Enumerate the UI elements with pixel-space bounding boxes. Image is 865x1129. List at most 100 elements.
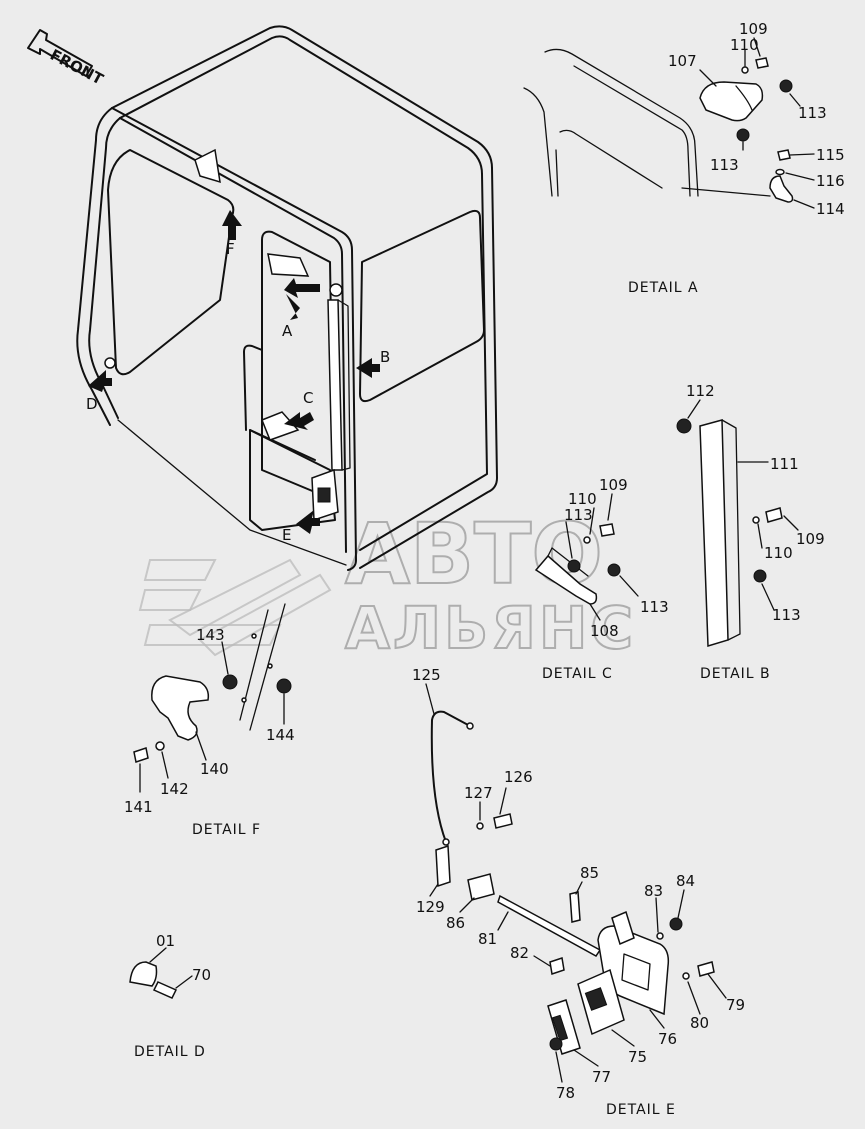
bracket-140 xyxy=(151,675,210,741)
pad-86 xyxy=(467,873,495,901)
part-78: 78 xyxy=(556,1084,575,1102)
part-114: 114 xyxy=(816,200,845,218)
arrow-a xyxy=(284,278,320,320)
part-129: 129 xyxy=(416,898,445,916)
detail-f-title: DETAIL F xyxy=(192,822,261,838)
bolt-115 xyxy=(777,149,791,161)
nut-144 xyxy=(276,678,292,694)
part-126: 126 xyxy=(504,768,533,786)
watermark-logo xyxy=(138,558,332,657)
view-letter-c: C xyxy=(303,389,313,407)
part-143: 143 xyxy=(196,626,225,644)
part-83: 83 xyxy=(644,882,663,900)
part-110c: 110 xyxy=(568,490,597,508)
part-79: 79 xyxy=(726,996,745,1014)
watermark-line2: АЛЬЯНС xyxy=(345,594,636,662)
part-109b: 109 xyxy=(796,530,825,548)
nut-84 xyxy=(669,917,683,931)
detail-d-title: DETAIL D xyxy=(134,1044,206,1060)
arrow-f xyxy=(222,210,242,240)
part-142: 142 xyxy=(160,780,189,798)
part-70: 70 xyxy=(192,966,211,984)
bolt-126 xyxy=(493,813,513,829)
nut-113a xyxy=(779,79,793,93)
nut-113b xyxy=(736,128,750,142)
bolt-70 xyxy=(152,981,178,999)
rail-111 xyxy=(699,419,729,647)
bolt-109c xyxy=(599,523,615,537)
rod-125 xyxy=(430,710,471,843)
detail-a: 107 110 109 113 113 115 116 114 DETAIL A xyxy=(523,20,845,296)
link-81 xyxy=(497,894,602,957)
part-113b: 113 xyxy=(710,156,739,174)
cab-overview: F A B C D E xyxy=(76,25,498,571)
part-77: 77 xyxy=(592,1068,611,1086)
arrow-c xyxy=(284,412,314,430)
washer-142 xyxy=(155,741,165,751)
detail-e: 125 127 126 129 86 81 85 82 83 84 79 80 … xyxy=(412,666,745,1118)
part-140: 140 xyxy=(200,760,229,778)
part-85: 85 xyxy=(580,864,599,882)
watermark: АВТО АЛЬЯНС xyxy=(138,504,636,663)
part-86: 86 xyxy=(446,914,465,932)
part-113c: 113 xyxy=(772,606,801,624)
part-108: 108 xyxy=(590,622,619,640)
part-115: 115 xyxy=(816,146,845,164)
part-113a: 113 xyxy=(798,104,827,122)
part-81: 81 xyxy=(478,930,497,948)
bolt-79 xyxy=(697,961,715,977)
arrow-b xyxy=(356,358,380,378)
front-arrow: FRONT xyxy=(27,29,107,89)
arrow-e xyxy=(296,510,320,534)
washer-116 xyxy=(775,168,785,176)
detail-c: 113 110 109 113 108 DETAIL C xyxy=(534,476,669,682)
detail-a-title: DETAIL A xyxy=(628,280,699,296)
detail-b: 112 111 110 109 113 DETAIL B xyxy=(676,382,825,682)
part-125: 125 xyxy=(412,666,441,684)
part-116: 116 xyxy=(816,172,845,190)
washer-80 xyxy=(682,972,690,980)
part-111: 111 xyxy=(770,455,799,473)
part-80: 80 xyxy=(690,1014,709,1032)
part-01: 01 xyxy=(156,932,175,950)
stay-114 xyxy=(769,175,794,203)
view-letter-e: E xyxy=(282,526,291,544)
clip-129 xyxy=(435,844,451,888)
hinge-107 xyxy=(699,81,764,122)
part-141: 141 xyxy=(124,798,153,816)
part-113d: 113 xyxy=(564,506,593,524)
arrow-d xyxy=(88,370,112,392)
part-107: 107 xyxy=(668,52,697,70)
detail-b-title: DETAIL B xyxy=(700,666,771,682)
view-letter-b: B xyxy=(380,348,390,366)
part-110a: 110 xyxy=(730,36,759,54)
nut-78 xyxy=(549,1037,563,1051)
washer-110b xyxy=(752,516,760,524)
part-109a: 109 xyxy=(739,20,768,38)
part-110b: 110 xyxy=(764,544,793,562)
detail-e-title: DETAIL E xyxy=(606,1102,676,1118)
bolt-82 xyxy=(549,957,565,975)
nut-113d xyxy=(567,559,581,573)
part-127: 127 xyxy=(464,784,493,802)
part-109c: 109 xyxy=(599,476,628,494)
detail-f: 143 144 140 142 141 DETAIL F xyxy=(124,603,295,838)
nut-112 xyxy=(676,418,692,434)
front-label: FRONT xyxy=(47,46,107,89)
spring-85 xyxy=(569,891,581,923)
bolt-109a xyxy=(755,57,769,69)
nut-113c xyxy=(753,569,767,583)
part-84: 84 xyxy=(676,872,695,890)
part-144: 144 xyxy=(266,726,295,744)
detail-c-title: DETAIL C xyxy=(542,666,613,682)
part-82: 82 xyxy=(510,944,529,962)
nut-143 xyxy=(222,674,238,690)
view-letter-a: A xyxy=(282,322,293,340)
washer-127 xyxy=(476,822,484,830)
washer-110c xyxy=(583,536,591,544)
detail-d: 01 70 DETAIL D xyxy=(129,932,211,1060)
bolt-109b xyxy=(765,507,783,523)
view-letter-d: D xyxy=(86,395,98,413)
